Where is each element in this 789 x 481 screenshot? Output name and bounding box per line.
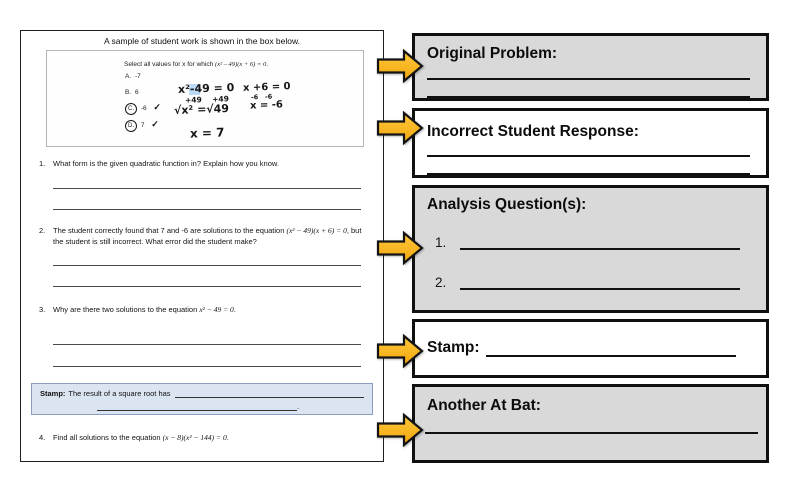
question-equation: x² − 49 = 0 — [199, 305, 234, 314]
stamp-row: Stamp: The result of a square root has — [40, 389, 364, 398]
question-pre: Why are there two solutions to the equat… — [53, 305, 200, 314]
stamp-row-2: . — [97, 402, 299, 411]
student-work-box: Select all values for x for which (x² – … — [46, 50, 364, 147]
choice-c-circled: C. -6 ✓ — [125, 102, 161, 115]
prompt-post: . — [266, 61, 269, 68]
arrow-icon — [376, 231, 424, 265]
choice-letter: B. — [125, 89, 132, 96]
prompt-pre: Select all values for x for which — [124, 61, 216, 68]
write-line[interactable] — [427, 155, 750, 157]
answer-line[interactable] — [53, 209, 361, 210]
panel-title: Original Problem: — [427, 45, 558, 62]
arrow-icon — [376, 413, 424, 447]
question-number: 3. — [39, 305, 46, 314]
answer-line[interactable] — [53, 265, 361, 266]
write-line[interactable] — [427, 173, 750, 175]
choice-d-circled: D. 7 ✓ — [125, 119, 159, 132]
question-text: What form is the given quadratic functio… — [53, 159, 279, 168]
panel-title: Incorrect Student Response: — [427, 123, 639, 140]
choice-b: B. 6 — [125, 89, 139, 96]
question-1: 1. What form is the given quadratic func… — [39, 159, 365, 170]
highlight-mark — [189, 84, 200, 95]
handwork-line: x = -6 — [249, 99, 284, 112]
panel-title: Analysis Question(s): — [427, 196, 587, 213]
panel-analysis-questions: Analysis Question(s): 1. 2. — [412, 185, 769, 313]
answer-line[interactable] — [53, 286, 361, 287]
write-line[interactable] — [460, 240, 741, 250]
write-line[interactable] — [425, 432, 758, 434]
choice-value: 6 — [134, 89, 139, 96]
write-line[interactable] — [427, 78, 750, 80]
question-post: , but the student is still incorrect. Wh… — [53, 226, 362, 246]
analysis-item-2: 2. — [435, 275, 741, 290]
choice-a: A. -7 — [125, 73, 141, 80]
arrow-icon — [376, 49, 424, 83]
analysis-item-1: 1. — [435, 235, 741, 250]
question-3: 3. Why are there two solutions to the eq… — [39, 305, 365, 316]
question-equation: (x − 8)(x² − 144) = 0 — [162, 433, 227, 442]
choice-value: -7 — [134, 73, 141, 80]
question-number: 4. — [39, 433, 46, 442]
handwork-line: x = 7 — [189, 125, 225, 141]
question-pre: Find all solutions to the equation — [53, 433, 163, 442]
answer-line[interactable] — [53, 344, 361, 345]
checkmark-icon: ✓ — [153, 102, 161, 112]
panel-another-at-bat: Another At Bat: — [412, 384, 769, 463]
question-pre: The student correctly found that 7 and -… — [53, 226, 287, 235]
stamp-fill-line[interactable] — [174, 390, 364, 398]
question-4: 4. Find all solutions to the equation (x… — [39, 433, 365, 444]
choice-letter: A. — [125, 73, 132, 80]
stamp-label: Stamp: — [40, 389, 66, 398]
stamp-panel-row: Stamp: — [427, 339, 736, 357]
question-text: Find all solutions to the equation (x − … — [53, 433, 365, 444]
stamp-line-end: . — [297, 402, 300, 411]
question-number: 1. — [39, 159, 46, 168]
question-2: 2. The student correctly found that 7 an… — [39, 226, 365, 247]
write-line[interactable] — [485, 345, 736, 357]
panel-stamp: Stamp: — [412, 319, 769, 378]
question-post: . — [233, 305, 236, 314]
panel-original-problem: Original Problem: — [412, 33, 769, 101]
choice-value: 7 — [140, 122, 145, 129]
panel-incorrect-response: Incorrect Student Response: — [412, 108, 769, 178]
circle-annotation: D. — [125, 120, 137, 132]
checkmark-icon: ✓ — [151, 119, 159, 129]
question-equation: (x² − 49)(x + 6) = 0 — [286, 226, 347, 235]
handwork-line: √x² =√49 — [173, 102, 230, 117]
prompt-equation: (x² – 49)(x + 6) = 0 — [215, 61, 267, 68]
question-post: . — [226, 433, 229, 442]
answer-line[interactable] — [53, 188, 361, 189]
circle-annotation: C. — [125, 103, 137, 115]
stamp-fill-line[interactable] — [97, 403, 297, 411]
question-number: 2. — [39, 226, 46, 235]
worksheet-header: A sample of student work is shown in the… — [103, 36, 301, 46]
question-text: The student correctly found that 7 and -… — [53, 226, 365, 247]
item-number: 1. — [435, 235, 447, 250]
stamp-box: Stamp: The result of a square root has . — [31, 383, 373, 415]
arrow-icon — [376, 111, 424, 145]
write-line[interactable] — [427, 96, 750, 98]
question-text: Why are there two solutions to the equat… — [53, 305, 365, 316]
stamp-lead-text: The result of a square root has — [68, 389, 171, 398]
write-line[interactable] — [460, 280, 741, 290]
panel-title: Stamp: — [427, 339, 480, 356]
problem-prompt: Select all values for x for which (x² – … — [124, 61, 268, 68]
arrow-icon — [376, 334, 424, 368]
answer-line[interactable] — [53, 366, 361, 367]
item-number: 2. — [435, 275, 447, 290]
choice-value: -6 — [140, 105, 147, 112]
panel-title: Another At Bat: — [427, 397, 541, 414]
worksheet-page: A sample of student work is shown in the… — [20, 30, 384, 462]
